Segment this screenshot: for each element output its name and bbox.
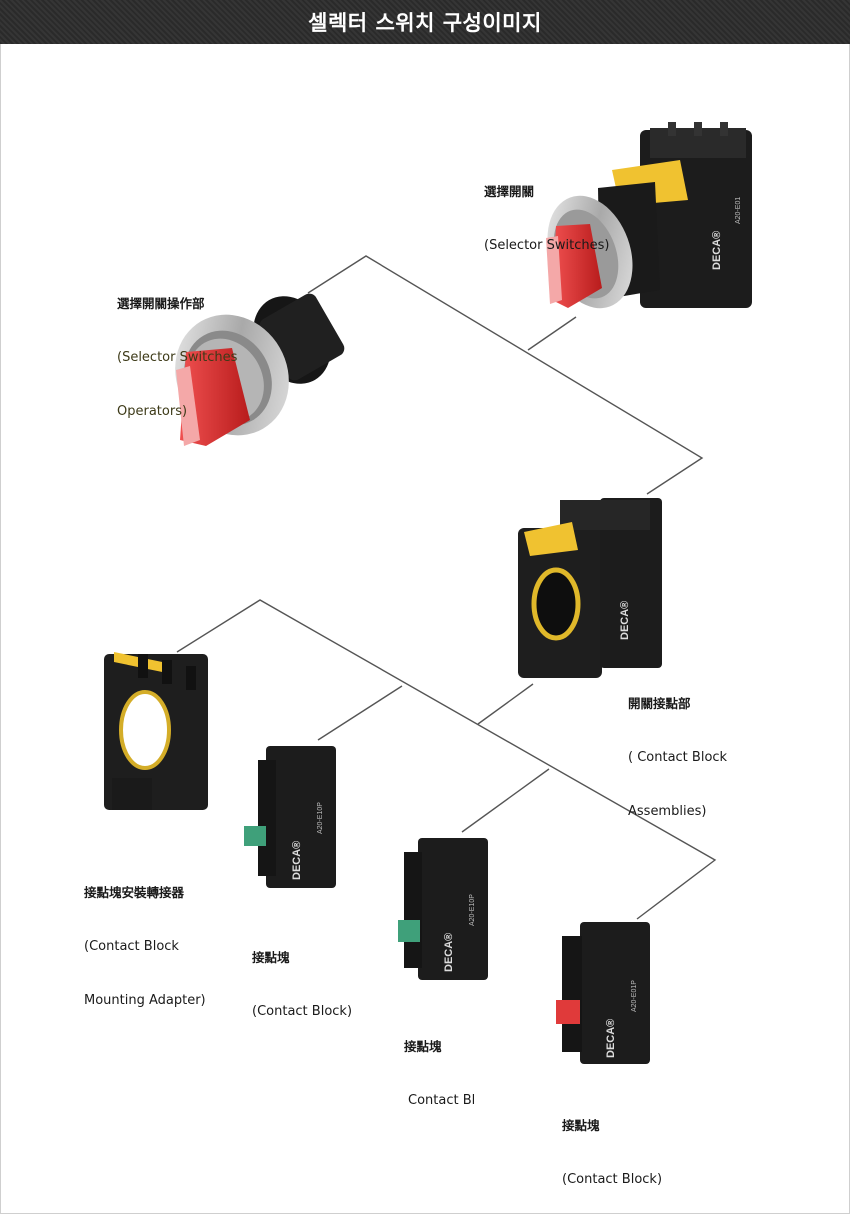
contact-block-3-image: DECA® A20-E01P [556,922,650,1064]
block3-model-text: A20-E01P [631,980,638,1012]
label-block2: 接點塊 Contact Bl [404,1002,475,1128]
line-operator-to-switch [307,255,704,495]
block2-brand-text: DECA® [443,933,455,972]
label-adapter-en1: (Contact Block [84,939,179,954]
label-block1-zh: 接點塊 [252,950,290,965]
label-operator-zh: 選擇開關操作部 [117,296,205,311]
label-assembly-en2: Assemblies) [628,804,707,819]
label-block3: 接點塊 (Contact Block) [562,1081,662,1207]
label-block1: 接點塊 (Contact Block) [252,913,352,1039]
line-assembly-junction [477,683,534,725]
label-selector-switch-zh: 選擇開關 [484,184,535,199]
label-block2-en: Contact Bl [408,1093,476,1108]
assembly-brand-text: DECA® [619,601,631,640]
block2-model-text: A20-E10P [469,894,476,926]
switch-brand-text: DECA® [711,231,723,270]
label-operator-en1: (Selector Switches [117,350,238,365]
page-title: 셀렉터 스위치 구성이미지 [308,11,542,35]
label-selector-switch-en: (Selector Switches) [484,238,610,253]
label-assembly-en1: ( Contact Block [628,750,728,765]
block3-brand-text: DECA® [605,1019,617,1058]
assembly-image: DECA® [518,498,662,678]
header-banner: 셀렉터 스위치 구성이미지 [0,0,850,44]
label-block1-en: (Contact Block) [252,1004,353,1019]
operator-image [175,293,345,446]
line-adapter-to-blocks [176,599,717,920]
selector-switch-image: DECA® A20-E01 [546,122,752,309]
label-assembly: 開關接點部 ( Contact Block Assemblies) [628,659,727,839]
block1-brand-text: DECA® [291,841,303,880]
line-switch-junction [527,316,577,351]
line-block2-junction [461,768,550,833]
label-selector-switch: 選擇開關 (Selector Switches) [484,147,609,273]
label-operator: 選擇開關操作部 (Selector Switches Operators) [117,259,237,439]
contact-block-1-image: DECA® A20-E10P [244,746,336,888]
label-block3-zh: 接點塊 [562,1118,600,1133]
label-operator-en2: Operators) [117,404,188,419]
label-block2-zh: 接點塊 [404,1039,442,1054]
connector-lines [176,255,717,920]
label-adapter-en2: Mounting Adapter) [84,993,206,1008]
contact-block-2-image: DECA® A20-E10P [398,838,488,980]
label-adapter-zh: 接點塊安裝轉接器 [84,885,185,900]
label-assembly-zh: 開關接點部 [628,696,691,711]
label-block3-en: (Contact Block) [562,1172,663,1187]
block1-model-text: A20-E10P [317,802,324,834]
line-block1-junction [317,685,403,741]
switch-model-text: A20-E01 [735,197,742,224]
label-adapter: 接點塊安裝轉接器 (Contact Block Mounting Adapter… [84,848,206,1028]
adapter-image [104,652,208,810]
